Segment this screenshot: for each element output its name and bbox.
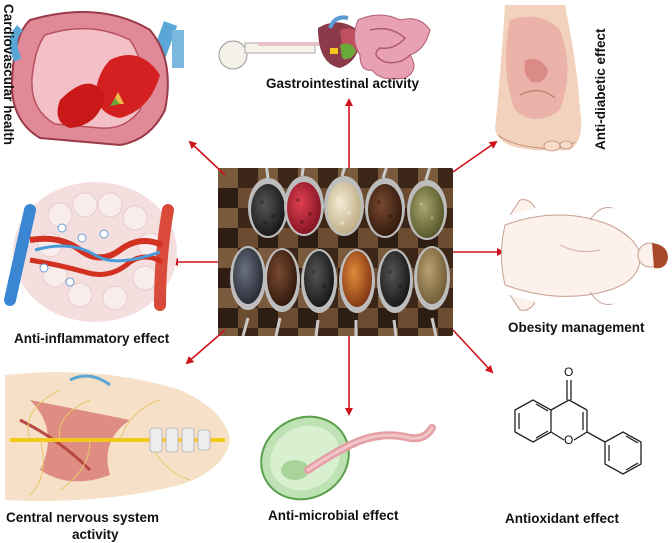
- arrow-cns: [185, 329, 226, 365]
- label-anti-inflammatory-effect: Anti-inflammatory effect: [14, 331, 170, 346]
- label-anti-diabetic-effect: Anti-diabetic effect: [593, 28, 608, 150]
- spices-photo: [218, 168, 453, 336]
- label-obesity-management: Obesity management: [508, 320, 645, 335]
- label-cns-line1: Central nervous system: [6, 510, 160, 525]
- label-gastrointestinal-activity: Gastrointestinal activity: [266, 76, 420, 91]
- spoons-of-spices-photo: [218, 168, 453, 336]
- label-cns-line2: activity: [72, 527, 119, 542]
- arrow-antioxidant: [452, 329, 494, 374]
- label-cardiovascular-health: Cardiovascular health: [1, 4, 16, 146]
- arrow-antidiabetic: [452, 140, 498, 173]
- label-anti-microbial-effect: Anti-microbial effect: [268, 508, 399, 523]
- ring-oxygen-label: O: [564, 433, 574, 447]
- carbonyl-oxygen-label: O: [564, 365, 574, 379]
- arrow-cardiovascular: [188, 140, 226, 176]
- label-antioxidant-effect: Antioxidant effect: [505, 511, 620, 526]
